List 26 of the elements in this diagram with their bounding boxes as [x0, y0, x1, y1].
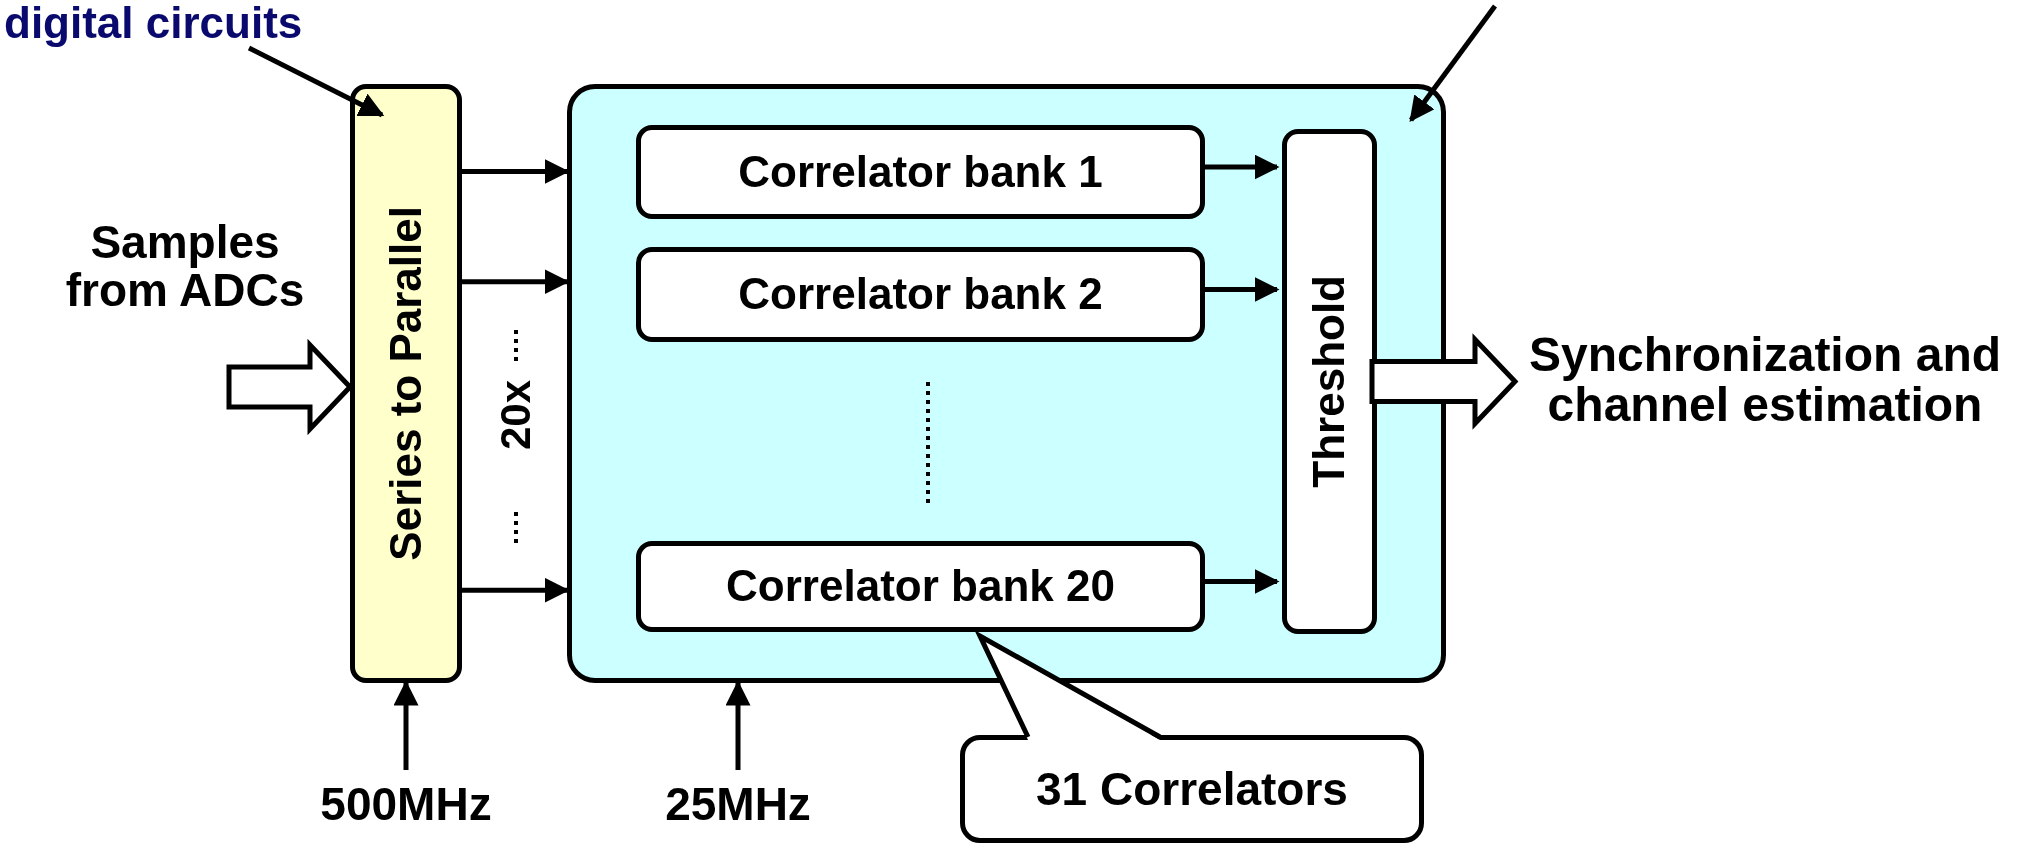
block-arrow	[1369, 333, 1519, 430]
process-box	[636, 541, 1205, 632]
arrow	[462, 158, 570, 184]
arrow	[462, 577, 570, 603]
node-label: Samples from ADCs	[64, 217, 306, 315]
process-box	[350, 84, 462, 683]
process-box	[636, 125, 1205, 219]
arrow	[462, 269, 570, 295]
node-label: 25MHz	[665, 779, 811, 829]
node-label: Threshold	[1306, 275, 1353, 488]
leader-arrow	[247, 45, 385, 118]
node-label: Correlator bank 20	[726, 563, 1115, 610]
node-label: Correlator bank 1	[738, 148, 1103, 196]
leader-arrow	[1409, 4, 1497, 122]
node-label: Synchronization and channel estimation	[1528, 329, 2002, 431]
group-panel	[567, 84, 1446, 683]
arrow	[393, 680, 419, 770]
heading-text: digital circuits	[4, 0, 303, 47]
node-label: Series to Parallel	[382, 206, 430, 561]
multiplier-label: 20x	[492, 380, 540, 451]
process-box	[636, 247, 1205, 342]
arrow	[725, 680, 751, 770]
node-label: Correlator bank 2	[738, 271, 1103, 318]
node-label: 31 Correlators	[1036, 764, 1348, 814]
node-label: 500MHz	[320, 779, 492, 829]
process-box	[1282, 129, 1377, 634]
